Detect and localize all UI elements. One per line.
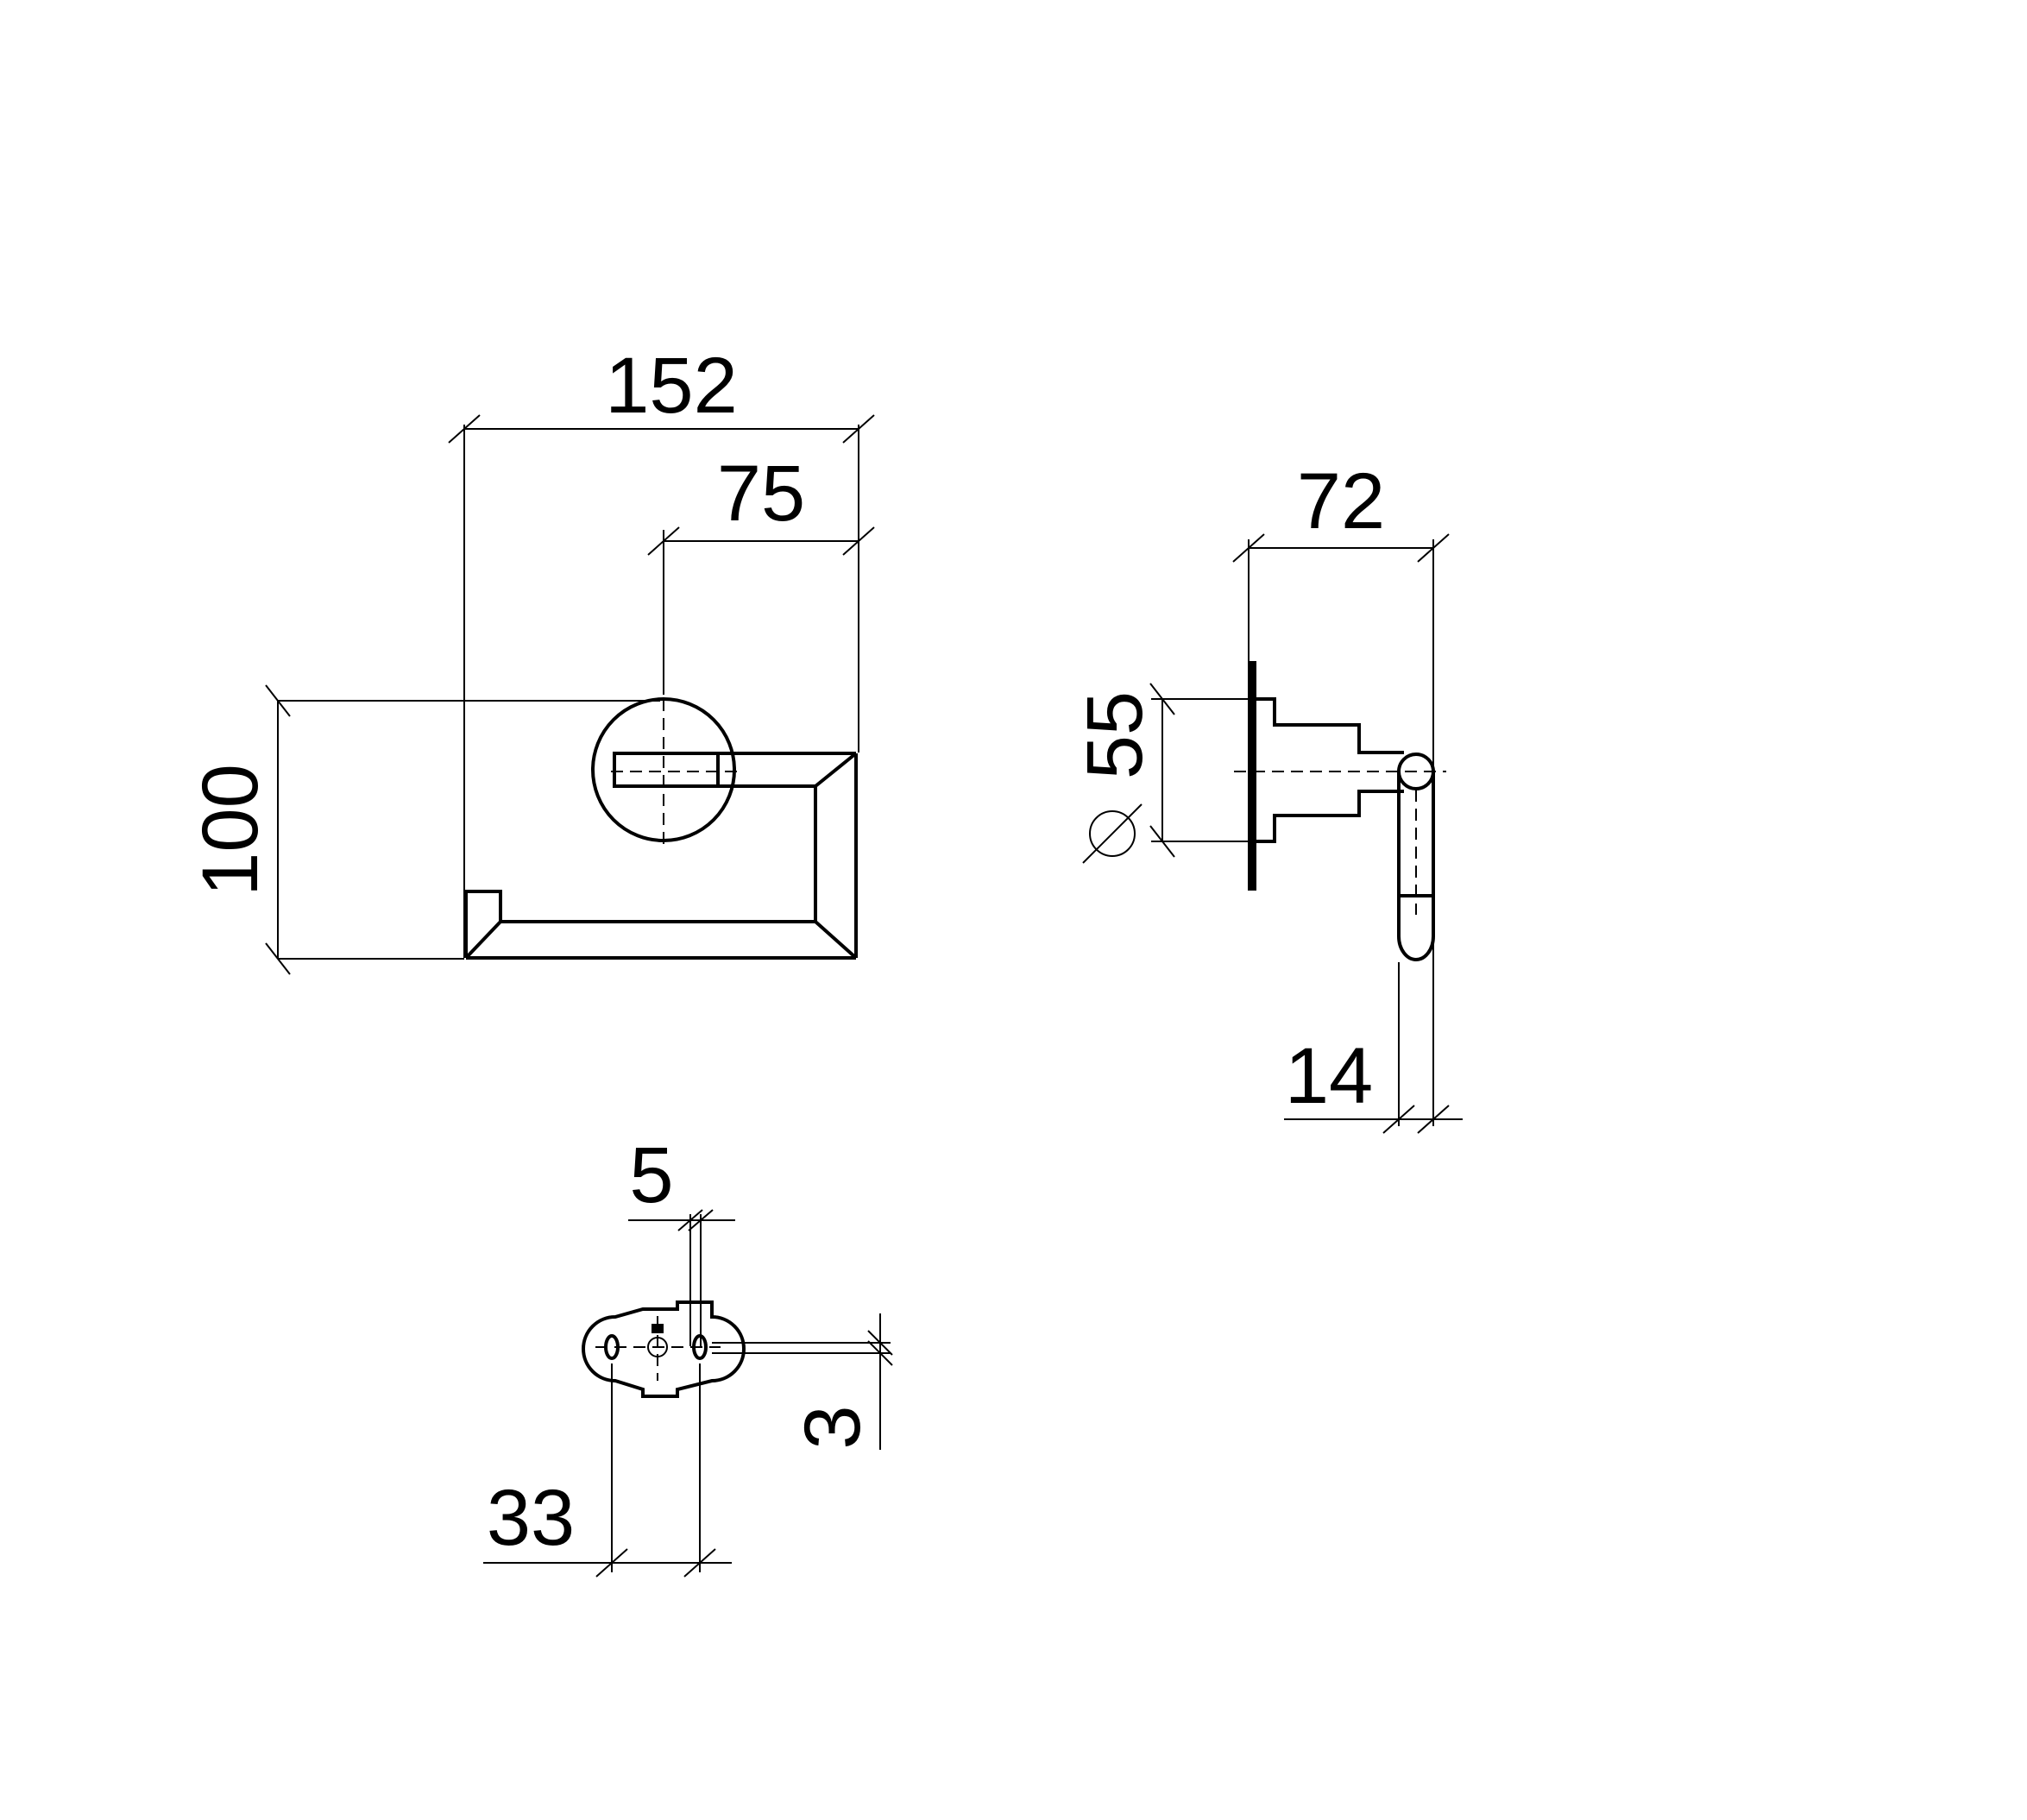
side-view: 72 55 [1071,457,1463,1134]
dimension-front-width: 152 [448,342,875,958]
dimension-side-diameter: 55 [1071,683,1272,864]
side-arm [1397,753,1435,961]
label-5: 5 [629,1131,673,1219]
label-33: 33 [487,1474,575,1562]
dimension-mount-thickness: 3 [712,1313,893,1450]
dimension-side-handle: 14 [1284,962,1463,1134]
mounting-plate-view: 5 3 33 [483,1131,893,1578]
holder-arm [464,752,858,960]
front-view: 152 75 100 [186,342,875,975]
dimension-side-depth: 72 [1232,457,1450,1126]
label-55: 55 [1071,691,1159,779]
dimension-front-height: 100 [186,684,660,975]
label-14: 14 [1285,1032,1373,1120]
dimension-front-offset: 75 [647,450,875,695]
label-152: 152 [605,342,738,430]
marking-icon [652,1324,664,1333]
label-75: 75 [717,450,805,538]
mounting-plate [582,1300,746,1398]
label-72: 72 [1297,457,1385,545]
dimension-mount-slot: 5 [628,1131,735,1346]
label-100: 100 [186,764,274,897]
diameter-symbol-icon [1089,810,1136,857]
dimension-mount-width: 33 [483,1363,732,1578]
label-3: 3 [789,1405,877,1449]
holder-body [1252,697,1404,754]
